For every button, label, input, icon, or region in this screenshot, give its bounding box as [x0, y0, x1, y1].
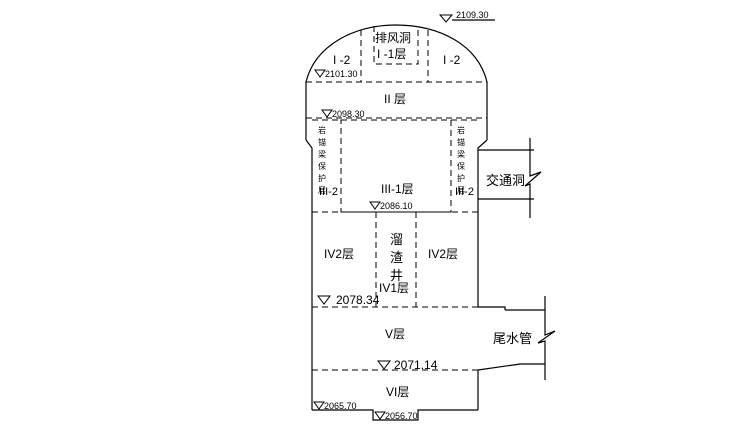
protection-layer-right-char: 锚 — [457, 137, 465, 147]
elevation-e3: 2086.10 — [380, 201, 413, 211]
label-iv2-right: IV2层 — [428, 247, 458, 261]
elevation-triangle-icon — [314, 69, 326, 78]
elevation-triangle-icon — [374, 411, 386, 420]
protection-layer-right-char: 梁 — [457, 150, 465, 159]
elevation-e4: 2078.34 — [336, 293, 380, 307]
label-exhaust-tunnel: 排风洞 — [375, 31, 411, 45]
protection-layer-left-char: 保 — [318, 161, 326, 171]
elevation-triangle-icon — [317, 295, 331, 305]
elevation-top: 2109.30 — [456, 10, 489, 20]
elevation-triangle-icon — [377, 360, 391, 370]
protection-layer-left-char: 梁 — [318, 150, 326, 159]
slag-shaft-char: 井 — [390, 268, 403, 283]
tailwater-pipe — [477, 296, 556, 380]
elevation-e5: 2071.14 — [394, 358, 438, 372]
elevation-triangle-icon — [313, 401, 325, 410]
label-ii: II 层 — [384, 92, 406, 106]
label-i2-left: I -2 — [333, 53, 351, 67]
protection-layer-left-char: 层 — [318, 186, 326, 195]
protection-layer-right-char: 保 — [457, 161, 465, 171]
protection-layer-left-char: 岩 — [318, 125, 326, 135]
traffic-tunnel — [478, 138, 542, 218]
layer-lines — [306, 26, 487, 371]
label-iv2-left: IV2层 — [324, 247, 354, 261]
label-tailwater-pipe: 尾水管 — [493, 331, 532, 346]
elevation-e7: 2056.70 — [385, 411, 418, 421]
protection-layer-right-char: 岩 — [457, 125, 465, 135]
protection-layer-right-char: 护 — [457, 173, 465, 183]
cavern-outline — [305, 24, 506, 421]
label-iii1: III-1层 — [381, 182, 414, 196]
protection-layer-left-char: 锚 — [318, 137, 326, 147]
label-i2-right: I -2 — [443, 53, 461, 67]
label-iii2-right: III-2 — [455, 186, 474, 198]
protection-layer-left-char: 护 — [318, 173, 326, 183]
elevation-e2: 2098.30 — [332, 109, 365, 119]
label-vi: VI层 — [386, 385, 409, 399]
label-v: V层 — [385, 327, 405, 341]
label-iii2-left: III-2 — [319, 186, 338, 198]
protection-layer-right-char: 层 — [457, 186, 465, 195]
slag-shaft-char: 渣 — [390, 250, 403, 265]
elevation-e1: 2101.30 — [325, 69, 358, 79]
slag-shaft-char: 溜 — [390, 232, 403, 247]
label-traffic-tunnel: 交通洞 — [486, 173, 525, 188]
elevation-triangle-icon — [369, 201, 381, 210]
label-i1: I -1层 — [377, 47, 406, 61]
elevation-triangle-icon — [321, 109, 333, 118]
elevation-e6: 2065.70 — [324, 401, 357, 411]
elevation-triangle-icon — [438, 14, 454, 23]
label-iv1: IV1层 — [379, 281, 409, 295]
elevation-markers: 2109.30 2101.30 2098.30 2086.10 2078.34 … — [313, 10, 495, 421]
